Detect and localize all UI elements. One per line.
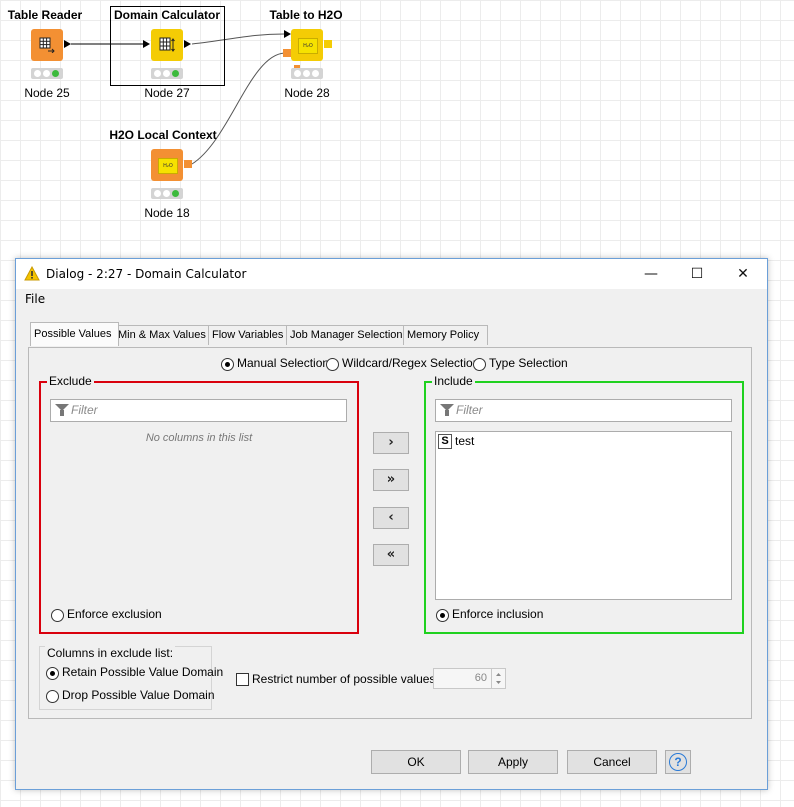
tab-flow-variables[interactable]: Flow Variables <box>208 325 291 345</box>
dialog-title: Dialog - 2:27 - Domain Calculator <box>46 267 247 281</box>
radio-retain-possible-value-domain[interactable] <box>46 667 59 680</box>
node-title: Domain Calculator <box>113 8 221 22</box>
drop-possible-value-domain-label[interactable]: Drop Possible Value Domain <box>62 688 215 702</box>
close-button[interactable]: ✕ <box>737 266 749 282</box>
warning-triangle-icon <box>24 266 40 281</box>
help-icon: ? <box>669 753 687 771</box>
tab-possible-values[interactable]: Possible Values <box>30 322 119 346</box>
radio-enforce-exclusion[interactable] <box>51 609 64 622</box>
table-reader-icon[interactable] <box>31 29 63 61</box>
connection-lines <box>71 33 286 165</box>
table-grid-icon <box>39 37 55 53</box>
restrict-value-spinner[interactable]: 60 <box>433 668 506 689</box>
add-button[interactable]: › <box>373 432 409 454</box>
type-selection-label[interactable]: Type Selection <box>489 356 568 370</box>
status-traffic-light <box>151 68 183 79</box>
h2o-local-context-icon[interactable]: H₂O <box>151 149 183 181</box>
possible-values-panel: Manual Selection Wildcard/Regex Selectio… <box>28 347 752 719</box>
columns-in-exclude-list-group: Columns in exclude list: Retain Possible… <box>39 646 223 710</box>
filter-icon <box>440 404 454 411</box>
input-port[interactable] <box>143 40 150 48</box>
remove-button[interactable]: ‹ <box>373 507 409 529</box>
node-selection-box <box>110 6 225 86</box>
include-filter-input[interactable]: Filter <box>435 399 732 422</box>
menu-file[interactable]: File <box>25 292 46 306</box>
spinner-arrows-icon[interactable] <box>491 669 505 688</box>
restrict-value: 60 <box>474 672 487 684</box>
status-traffic-light <box>151 188 183 199</box>
filter-placeholder: Filter <box>456 403 483 417</box>
tab-min-max-values[interactable]: Min & Max Values <box>114 325 213 345</box>
add-all-button[interactable]: » <box>373 469 409 491</box>
maximize-button[interactable]: ☐ <box>690 266 704 282</box>
exclude-filter-input[interactable]: Filter <box>50 399 347 422</box>
h2o-icon: H₂O <box>298 38 318 54</box>
node-label: Node 28 <box>284 86 330 100</box>
enforce-exclusion-label[interactable]: Enforce exclusion <box>67 607 162 621</box>
retain-possible-value-domain-label[interactable]: Retain Possible Value Domain <box>62 665 224 679</box>
connection-node18-node28 <box>191 52 286 165</box>
restrict-checkbox[interactable] <box>236 673 249 686</box>
tab-memory-policy[interactable]: Memory Policy <box>403 325 488 345</box>
domain-calculator-icon[interactable] <box>151 29 183 61</box>
restrict-label[interactable]: Restrict number of possible values: <box>252 672 439 686</box>
column-name: test <box>455 434 475 448</box>
minimize-button[interactable]: — <box>644 266 658 282</box>
remove-all-button[interactable]: « <box>373 544 409 566</box>
enforce-inclusion-label[interactable]: Enforce inclusion <box>452 607 544 621</box>
string-type-icon: S <box>438 434 452 449</box>
node-title: Table to H2O <box>269 8 343 22</box>
output-port-h2o-context[interactable] <box>184 160 192 168</box>
help-button[interactable]: ? <box>665 750 691 774</box>
table-to-h2o-icon[interactable]: H₂O <box>291 29 323 61</box>
radio-manual-selection[interactable] <box>221 358 234 371</box>
menu-bar: File <box>16 289 767 311</box>
list-item[interactable]: S test <box>436 432 731 450</box>
node-title: Table Reader <box>7 8 83 22</box>
status-traffic-light <box>291 68 323 79</box>
input-port-h2o-context[interactable] <box>283 49 291 57</box>
tab-job-manager-selection[interactable]: Job Manager Selection <box>286 325 408 345</box>
include-column-list[interactable]: S test <box>435 431 732 600</box>
exclude-group: Exclude Filter No columns in this list E… <box>39 374 359 634</box>
radio-type-selection[interactable] <box>473 358 486 371</box>
radio-wildcard-regex-selection[interactable] <box>326 358 339 371</box>
node-title: H2O Local Context <box>109 128 217 142</box>
output-port-h2o[interactable] <box>324 40 332 48</box>
filter-placeholder: Filter <box>71 403 98 417</box>
connection-node27-node28 <box>191 33 285 45</box>
columns-in-exclude-list-title: Columns in exclude list: <box>45 646 176 660</box>
dialog-titlebar[interactable]: Dialog - 2:27 - Domain Calculator — ☐ ✕ <box>16 259 767 289</box>
cancel-button[interactable]: Cancel <box>567 750 657 774</box>
radio-enforce-inclusion[interactable] <box>436 609 449 622</box>
exclude-empty-text: No columns in this list <box>145 432 253 444</box>
domain-calculator-dialog: Dialog - 2:27 - Domain Calculator — ☐ ✕ … <box>15 258 768 790</box>
apply-button[interactable]: Apply <box>468 750 558 774</box>
wildcard-regex-selection-label[interactable]: Wildcard/Regex Selection <box>342 356 480 370</box>
include-group: Include Filter S test Enforce inclusion <box>424 374 744 634</box>
radio-drop-possible-value-domain[interactable] <box>46 690 59 703</box>
node-label: Node 25 <box>24 86 70 100</box>
output-port[interactable] <box>184 40 191 48</box>
domain-table-icon <box>159 37 175 52</box>
filter-icon <box>55 404 69 411</box>
status-traffic-light <box>31 68 63 79</box>
node-label: Node 18 <box>144 206 190 220</box>
ok-button[interactable]: OK <box>371 750 461 774</box>
input-port-table[interactable] <box>284 30 291 38</box>
manual-selection-label[interactable]: Manual Selection <box>237 356 330 370</box>
exclude-title: Exclude <box>47 374 94 388</box>
node-label: Node 27 <box>144 86 190 100</box>
output-port[interactable] <box>64 40 71 48</box>
h2o-icon: H₂O <box>158 158 178 174</box>
include-title: Include <box>432 374 475 388</box>
